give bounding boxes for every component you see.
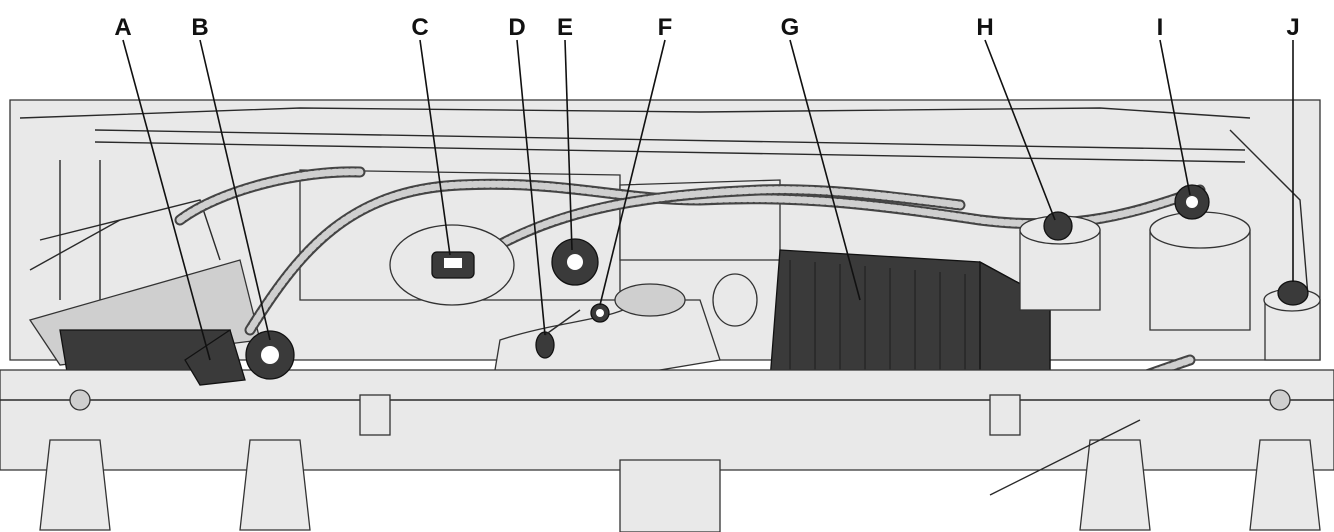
callout-label-h: H bbox=[976, 14, 993, 41]
callout-label-f: F bbox=[658, 14, 673, 41]
leader-line-d bbox=[516, 39, 546, 336]
callout-label-a: A bbox=[114, 14, 131, 41]
callout-label-b: B bbox=[191, 14, 208, 41]
leader-lines bbox=[122, 39, 1294, 361]
component-a-reservoir bbox=[184, 328, 246, 386]
callout-label-c: C bbox=[411, 14, 428, 41]
component-d-dipstick-handle bbox=[535, 331, 555, 359]
callout-labels: A B C D E F G H I J bbox=[114, 14, 1299, 41]
leader-line-b bbox=[199, 39, 271, 341]
callout-label-j: J bbox=[1286, 14, 1299, 41]
callout-label-g: G bbox=[781, 14, 800, 41]
radiator-support bbox=[0, 369, 1334, 532]
leader-line-e bbox=[564, 39, 573, 251]
callout-label-d: D bbox=[508, 14, 525, 41]
component-h-cap bbox=[1043, 211, 1073, 241]
callout-label-i: I bbox=[1157, 14, 1164, 41]
component-caps bbox=[184, 184, 1309, 386]
leader-line-i bbox=[1159, 39, 1191, 196]
callout-label-e: E bbox=[557, 14, 573, 41]
leader-line-h bbox=[984, 39, 1056, 221]
component-j-cap bbox=[1277, 280, 1309, 306]
leader-line-c bbox=[419, 39, 451, 256]
leader-line-a bbox=[122, 39, 211, 361]
leader-line-f bbox=[599, 39, 666, 306]
leader-line-g bbox=[789, 39, 861, 301]
